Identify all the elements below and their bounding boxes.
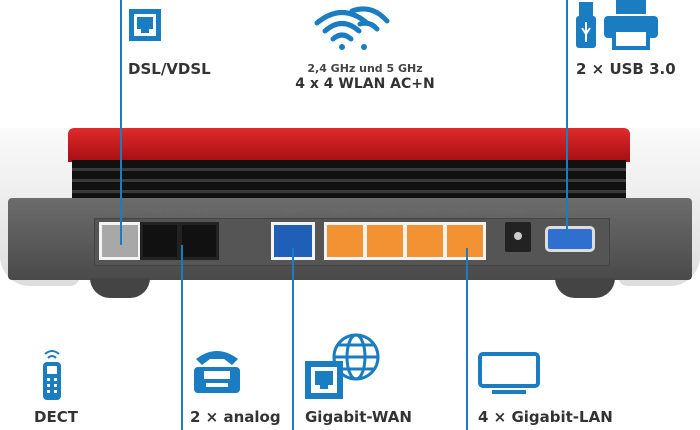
fax-telephone-icon <box>194 351 240 393</box>
dect-phone-icon <box>43 350 61 400</box>
wlan-frequency-label: 2,4 GHz und 5 GHz <box>307 62 423 75</box>
usb-stick-icon <box>576 2 596 48</box>
lan4-port[interactable] <box>444 222 486 260</box>
fon2-port[interactable] <box>179 222 219 260</box>
foot-right <box>555 278 615 298</box>
port-label-lan3: LAN 3 <box>412 206 436 215</box>
ethernet-jack-icon <box>129 9 161 41</box>
printer-icon <box>604 0 658 50</box>
port-label-fon2: FON 2 <box>184 206 209 215</box>
dsl-label: DSL/VDSL <box>128 60 211 78</box>
usb-label: 2 × USB 3.0 <box>576 60 676 78</box>
lan1-port[interactable] <box>324 222 366 260</box>
port-label-power: Power <box>503 206 528 215</box>
lan-line <box>466 248 468 430</box>
dsl-line <box>120 0 122 245</box>
lan-label: 4 × Gigabit-LAN <box>478 408 613 426</box>
lan3-port[interactable] <box>404 222 446 260</box>
foot-left <box>90 278 150 298</box>
usb-port[interactable] <box>545 226 595 252</box>
usb-line <box>566 0 568 240</box>
internet-wan-icon <box>305 333 380 399</box>
monitor-icon <box>478 352 540 394</box>
analog-line <box>181 245 183 430</box>
wlan-label: 4 x 4 WLAN AC+N <box>295 76 435 92</box>
port-label-wan: WAN <box>283 206 302 215</box>
fon1-port[interactable] <box>140 222 180 260</box>
wifi-icon <box>314 6 390 50</box>
port-label-lan1: LAN 1 <box>332 206 356 215</box>
router-top-red <box>68 128 630 162</box>
dect-label: DECT <box>34 408 78 426</box>
lan2-port[interactable] <box>364 222 406 260</box>
analog-label: 2 × analog <box>190 408 281 426</box>
port-label-dsl: DSL <box>108 206 124 215</box>
wan-label: Gigabit-WAN <box>305 408 412 426</box>
power-port[interactable] <box>505 222 531 252</box>
port-label-fon1: FON 1 <box>146 206 171 215</box>
router-vents <box>72 160 626 200</box>
port-label-lan2: LAN 2 <box>372 206 396 215</box>
wan-line <box>292 248 294 430</box>
port-label-lan4: LAN 4 <box>452 206 476 215</box>
